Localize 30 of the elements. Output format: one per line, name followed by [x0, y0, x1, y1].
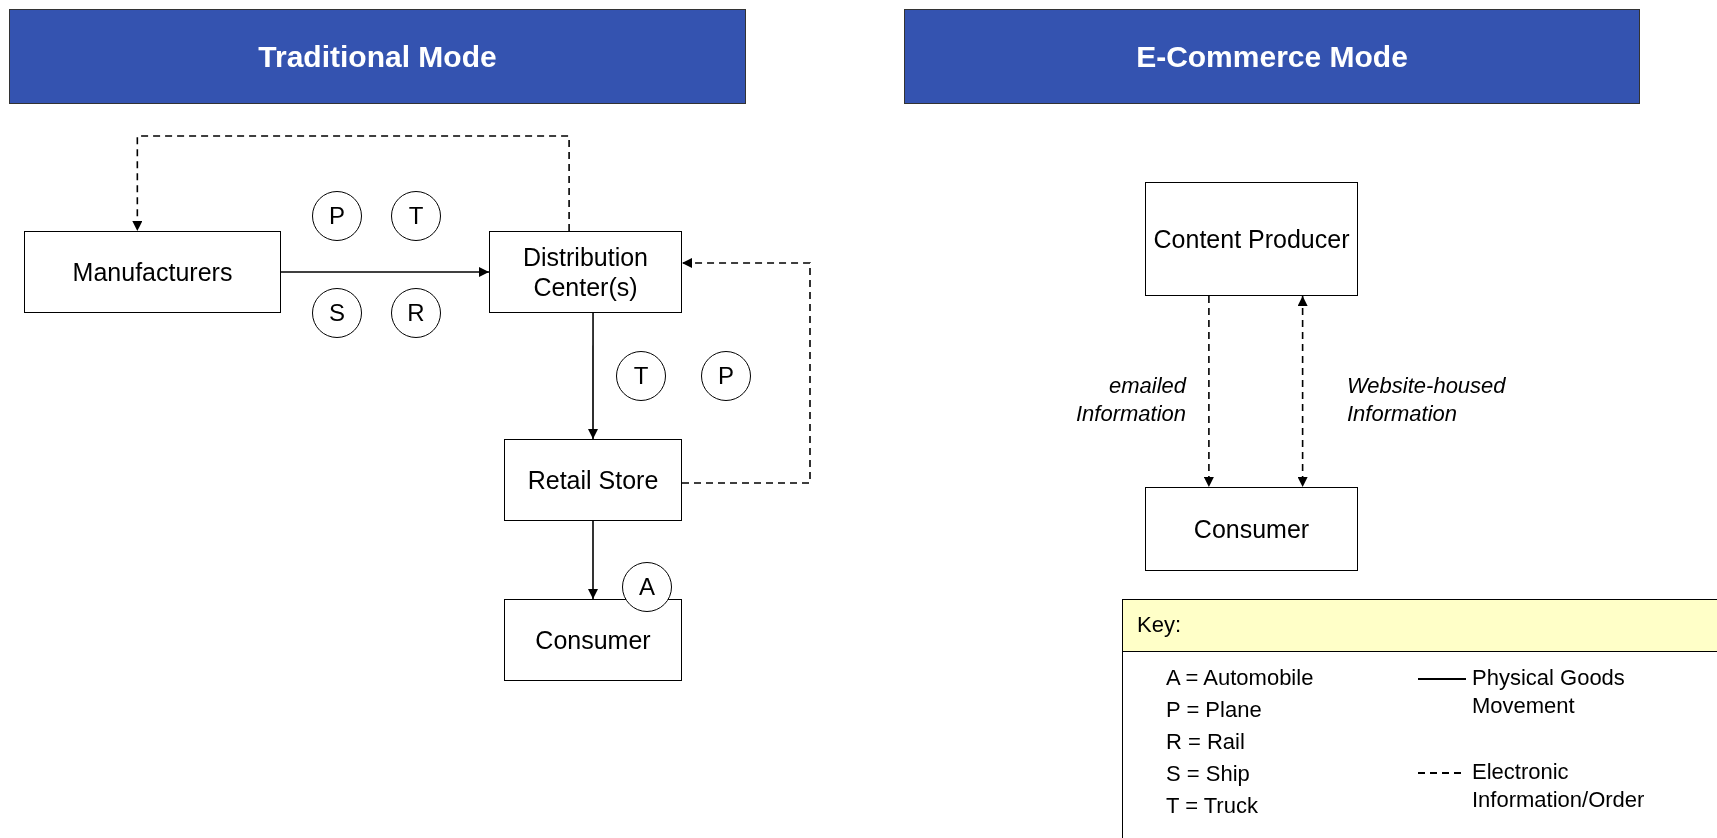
key-entry: S = Ship [1166, 761, 1250, 787]
process-box: Content Producer [1145, 182, 1358, 296]
process-box: Distribution Center(s) [489, 231, 682, 313]
key-entry: T = Truck [1166, 793, 1258, 819]
dashed-arrow [132, 135, 570, 232]
dashed-arrow [1297, 295, 1308, 488]
key-entry: A = Automobile [1166, 665, 1314, 691]
legend-text: Physical Goods Movement [1472, 664, 1626, 719]
section-heading-band: Traditional Mode [9, 9, 746, 104]
process-box: Manufacturers [24, 231, 281, 313]
dashed-arrow [681, 258, 811, 484]
key-entry: P = Plane [1166, 697, 1262, 723]
process-box: Consumer [504, 599, 682, 681]
process-box: Retail Store [504, 439, 682, 521]
arrow [280, 267, 490, 277]
key-entry: R = Rail [1166, 729, 1245, 755]
transport-mode-circle: T [616, 351, 666, 401]
legend-text: Electronic Information/Order [1472, 758, 1646, 813]
transport-mode-circle: A [622, 562, 672, 612]
transport-mode-circle: P [701, 351, 751, 401]
arrow [588, 520, 598, 600]
transport-mode-circle: R [391, 288, 441, 338]
process-box: Consumer [1145, 487, 1358, 571]
key-heading: Key: [1123, 600, 1717, 652]
transport-mode-circle: P [312, 191, 362, 241]
transport-mode-circle: T [391, 191, 441, 241]
transport-mode-circle: S [312, 288, 362, 338]
dashed-arrow [1203, 295, 1214, 488]
arrow [588, 312, 598, 440]
section-heading-band: E-Commerce Mode [904, 9, 1640, 104]
